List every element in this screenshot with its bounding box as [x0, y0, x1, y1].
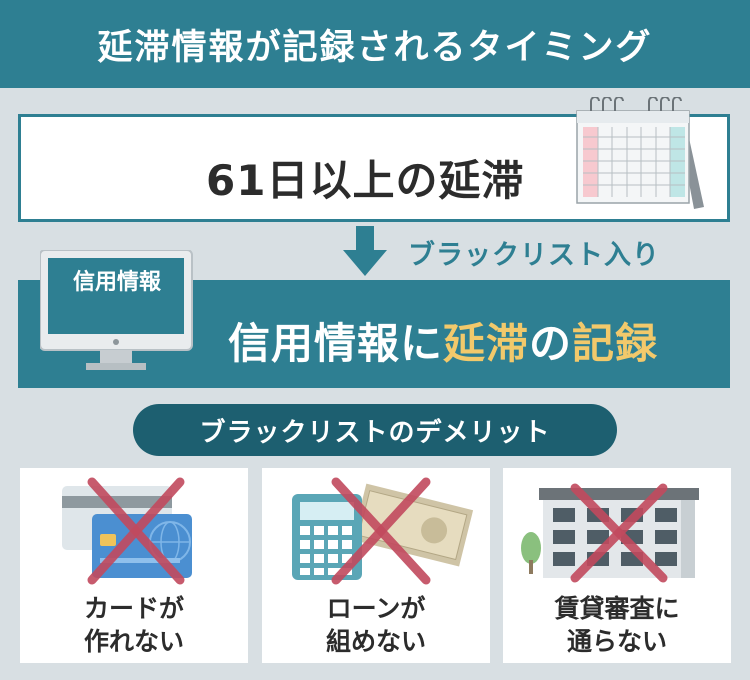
credit-record-text-part3: の: [529, 319, 573, 368]
card-loan: ローンが 組めない: [262, 468, 490, 663]
calendar-icon: [576, 97, 704, 209]
card-label-line2: 組めない: [325, 627, 426, 656]
card-label: 賃貸審査に 通らない: [503, 592, 731, 658]
card-label-line1: 賃貸審査に: [554, 594, 680, 623]
down-arrow-icon: [343, 226, 387, 276]
blacklist-label: ブラックリスト入り: [408, 240, 660, 271]
section-title: ブラックリストのデメリット: [199, 417, 551, 448]
overdue-text: 61日以上の延滞: [206, 156, 525, 205]
credit-record-text: 信用情報に延滞の記録: [228, 310, 658, 371]
section-title-pill: ブラックリストのデメリット: [133, 404, 617, 456]
apartment-icon: [521, 483, 699, 583]
page-title: 延滞情報が記録されるタイミング: [97, 27, 653, 68]
card-label-line1: カードが: [83, 594, 184, 623]
card-label-line2: 通らない: [566, 627, 667, 656]
card-label-line2: 作れない: [83, 627, 184, 656]
card-rental: 賃貸審査に 通らない: [503, 468, 731, 663]
calculator-money-icon: [292, 477, 474, 585]
credit-record-highlight-record: 記録: [572, 319, 659, 368]
header-banner: 延滞情報が記録されるタイミング: [0, 0, 750, 88]
card-credit-card: カードが 作れない: [20, 468, 248, 663]
overdue-box: 61日以上の延滞: [18, 97, 730, 222]
card-label: カードが 作れない: [20, 592, 248, 658]
monitor-label: 信用情報: [72, 270, 161, 295]
credit-record-text-part1: 信用情報に: [228, 319, 444, 368]
credit-record-highlight-overdue: 延滞: [443, 319, 530, 368]
monitor-icon: [40, 250, 193, 370]
credit-card-icon: [62, 477, 192, 585]
card-label: ローンが 組めない: [262, 592, 490, 658]
card-label-line1: ローンが: [326, 594, 426, 623]
